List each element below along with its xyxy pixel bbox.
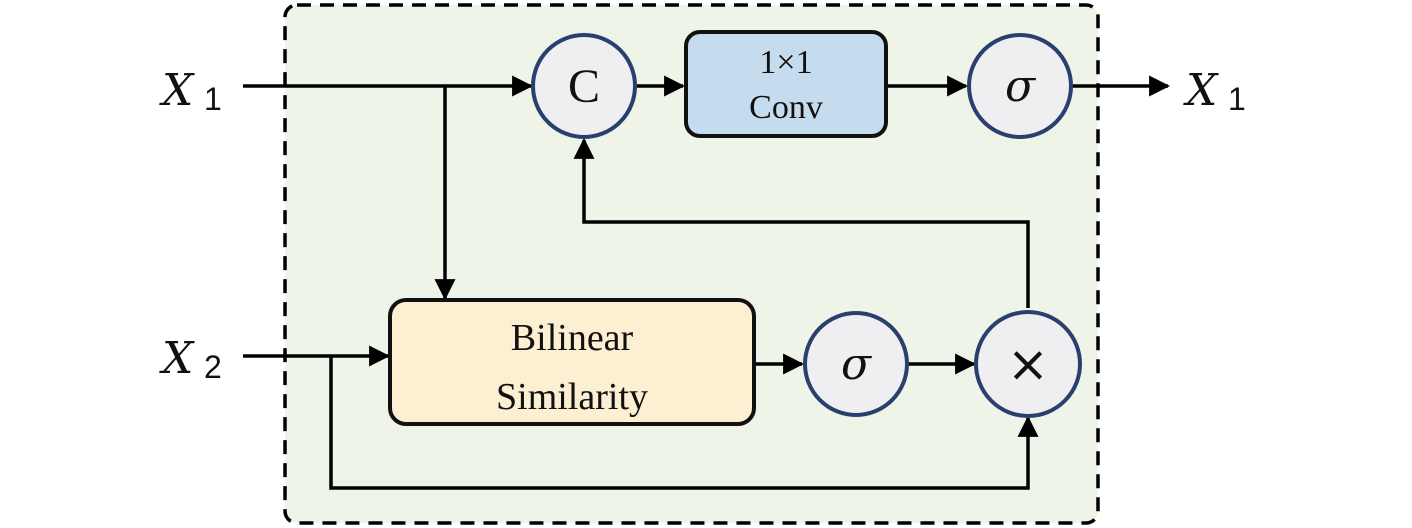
sigma-top-node: σ <box>967 33 1073 139</box>
output-x1-label: X 1 <box>1183 65 1246 117</box>
multiply-node: × <box>974 310 1082 418</box>
bilinear-label-line1: Bilinear <box>511 317 634 359</box>
wire-multiply-to-concat <box>573 137 1030 308</box>
svg-text:1: 1 <box>204 81 222 117</box>
conv-block: 1×1 Conv <box>684 30 888 138</box>
svg-text:σ: σ <box>841 339 873 390</box>
input-x1-label: X 1 <box>159 65 222 117</box>
svg-text:X: X <box>1183 65 1219 116</box>
svg-text:C: C <box>568 60 600 113</box>
svg-text:X: X <box>159 333 195 384</box>
sigma-bottom-node: σ <box>803 311 909 417</box>
svg-text:1: 1 <box>1228 81 1246 117</box>
bilinear-label-line2: Similarity <box>496 376 648 418</box>
bilinear-similarity-block: Bilinear Similarity <box>388 298 756 426</box>
svg-text:2: 2 <box>204 349 222 385</box>
svg-text:×: × <box>1007 335 1049 393</box>
svg-text:X: X <box>159 65 195 116</box>
concat-node: C <box>531 33 637 139</box>
conv-label-line1: 1×1 <box>759 44 812 81</box>
wire-x2-bypass-to-multiply <box>329 356 1039 490</box>
conv-label-line2: Conv <box>749 89 823 126</box>
input-x2-label: X 2 <box>159 333 222 385</box>
svg-text:σ: σ <box>1005 61 1037 112</box>
